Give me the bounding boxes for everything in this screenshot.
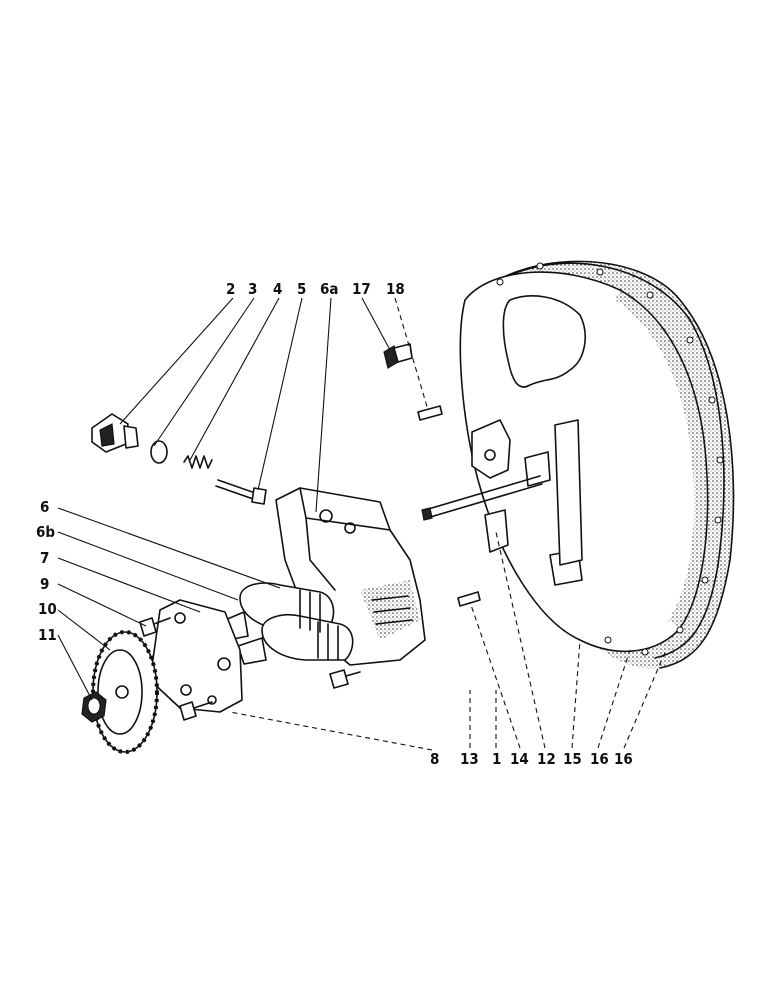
spring-icon [183,455,213,469]
screw-icon [383,343,413,369]
callout-14: 14 [510,750,529,768]
callout-3: 3 [248,280,257,298]
callout-4: 4 [273,280,282,298]
bracket-icon [471,419,583,586]
spur-gear-icon [91,630,159,754]
callout-13: 13 [460,750,479,768]
gear-rotor-icon [224,582,354,665]
callout-7: 7 [40,549,49,567]
pin-icon [417,405,443,421]
callout-labels-bottom: 8 13 1 14 12 15 16 16 [430,750,633,768]
callout-1: 1 [492,750,501,768]
callout-16b: 16 [614,750,633,768]
callout-12: 12 [537,750,556,768]
callout-18: 18 [386,280,405,298]
callout-6: 6 [40,498,49,516]
small-bolt-icon [139,617,361,721]
callout-10: 10 [38,600,57,618]
callout-16a: 16 [590,750,609,768]
callout-17: 17 [352,280,371,298]
callout-9: 9 [40,575,49,593]
callout-6b: 6b [36,523,55,541]
callout-5: 5 [297,280,306,298]
bolt-icon [215,479,267,505]
sealing-ring-icon [150,440,168,464]
callout-labels-top: 2 3 4 5 6a 17 18 [226,280,405,298]
callout-8: 8 [430,750,439,768]
callout-labels-left: 6 6b 7 9 10 11 [36,498,57,644]
callout-6a: 6a [320,280,339,298]
nut-icon [81,691,107,723]
plug-bolt-icon [91,413,139,453]
housing-icon [421,260,735,669]
dowel-icon [457,591,481,607]
flange-bolt-holes [496,262,724,656]
callout-15: 15 [563,750,582,768]
cover-plate-icon [149,599,243,713]
callout-11: 11 [38,626,57,644]
callout-2: 2 [226,280,235,298]
